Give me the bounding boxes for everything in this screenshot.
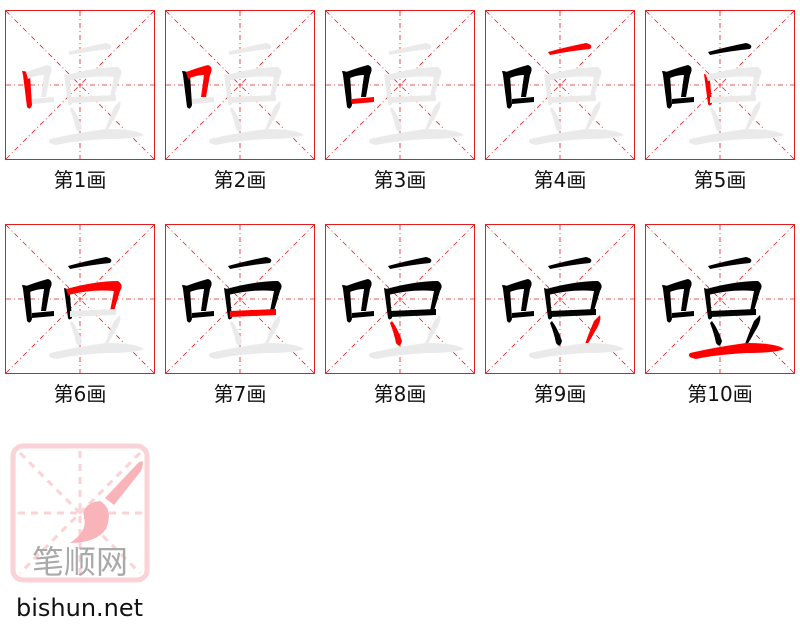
character-grid-icon <box>646 11 794 159</box>
stroke-box <box>645 224 795 374</box>
stroke-label: 第4画 <box>533 168 587 192</box>
stroke-frame: 第8画 <box>325 224 475 406</box>
character-grid-icon <box>646 225 794 373</box>
stroke-frame: 第2画 <box>165 10 315 192</box>
stroke-box <box>165 10 315 160</box>
character-grid-icon <box>326 11 474 159</box>
stroke-label: 第3画 <box>373 168 427 192</box>
stroke-frame: 第10画 <box>645 224 795 406</box>
stroke-frame: 第9画 <box>485 224 635 406</box>
stroke-box <box>485 224 635 374</box>
stroke-box <box>5 10 155 160</box>
stroke-frame: 第7画 <box>165 224 315 406</box>
stroke-label: 第7画 <box>213 382 267 406</box>
bishun-logo: 笔顺网 <box>10 443 150 583</box>
stroke-frame: 第1画 <box>5 10 155 192</box>
stroke-box <box>325 10 475 160</box>
stroke-frame: 第5画 <box>645 10 795 192</box>
stroke-box <box>325 224 475 374</box>
brush-icon: 笔顺网 <box>10 443 150 583</box>
site-name: bishun.net <box>16 594 144 622</box>
stroke-label: 第9画 <box>533 382 587 406</box>
character-grid-icon <box>486 11 634 159</box>
stroke-label: 第1画 <box>53 168 107 192</box>
character-grid-icon <box>6 11 154 159</box>
logo-text: 笔顺网 <box>32 543 128 581</box>
stroke-box <box>485 10 635 160</box>
stroke-label: 第6画 <box>53 382 107 406</box>
stroke-label: 第8画 <box>373 382 427 406</box>
character-grid-icon <box>166 225 314 373</box>
stroke-box <box>5 224 155 374</box>
stroke-frame: 第4画 <box>485 10 635 192</box>
character-grid-icon <box>166 11 314 159</box>
stroke-box <box>165 224 315 374</box>
stroke-frame: 第6画 <box>5 224 155 406</box>
stroke-label: 第2画 <box>213 168 267 192</box>
character-grid-icon <box>486 225 634 373</box>
character-grid-icon <box>326 225 474 373</box>
stroke-label: 第5画 <box>693 168 747 192</box>
character-grid-icon <box>6 225 154 373</box>
stroke-frame: 第3画 <box>325 10 475 192</box>
stroke-label: 第10画 <box>687 382 753 406</box>
stroke-box <box>645 10 795 160</box>
